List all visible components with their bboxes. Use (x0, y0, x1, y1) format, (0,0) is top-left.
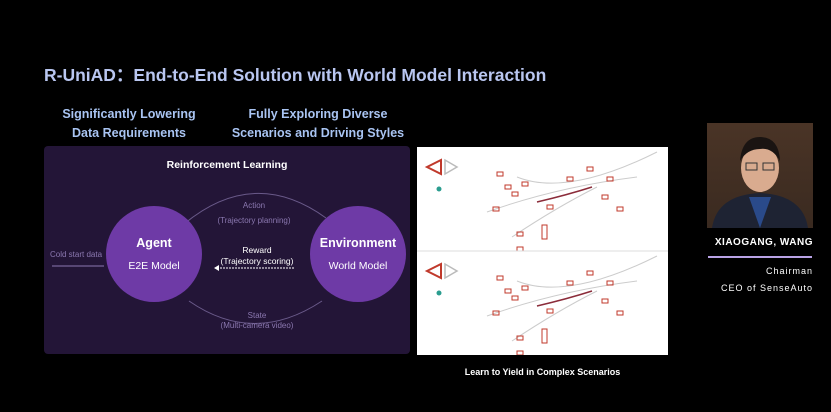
diagram-title: Reinforcement Learning (166, 159, 288, 171)
divider (708, 256, 812, 258)
agent-label: Agent (136, 236, 172, 250)
diagram-arrows (52, 192, 327, 324)
state-sub: (Multi-camera video) (220, 321, 294, 330)
reward-sub: (Trajectory scoring) (220, 256, 294, 266)
action-label: Action (242, 201, 266, 210)
speaker-name: XIAOGANG, WANG (714, 237, 813, 248)
speaker-video (707, 123, 813, 228)
agent-model: E2E Model (128, 260, 180, 272)
speaker-role-ceo: CEO of SenseAuto (720, 283, 813, 293)
environment-node: Environment World Model (310, 206, 406, 302)
action-sub: (Trajectory planning) (217, 216, 291, 225)
rl-diagram: Reinforcement Learning Cold start data A… (44, 146, 410, 354)
subheading-scenarios: Fully Exploring Diverse Scenarios and Dr… (231, 107, 405, 140)
cold-start-label: Cold start data (50, 250, 103, 259)
simulation-video[interactable] (417, 147, 668, 356)
environment-label: Environment (319, 236, 397, 250)
slide-title: R-UniAD：End-to-End Solution with World M… (44, 65, 547, 85)
trajectory-visualization (417, 151, 668, 356)
state-label: State (247, 311, 267, 320)
environment-model: World Model (328, 260, 388, 272)
agent-node: Agent E2E Model (106, 206, 202, 302)
reward-label: Reward (242, 245, 272, 255)
speaker-avatar (712, 137, 808, 228)
speaker-role-chairman: Chairman (765, 266, 813, 276)
video-caption: Learn to Yield in Complex Scenarios (464, 367, 621, 377)
subheading-data: Significantly Lowering Data Requirements (62, 107, 196, 140)
